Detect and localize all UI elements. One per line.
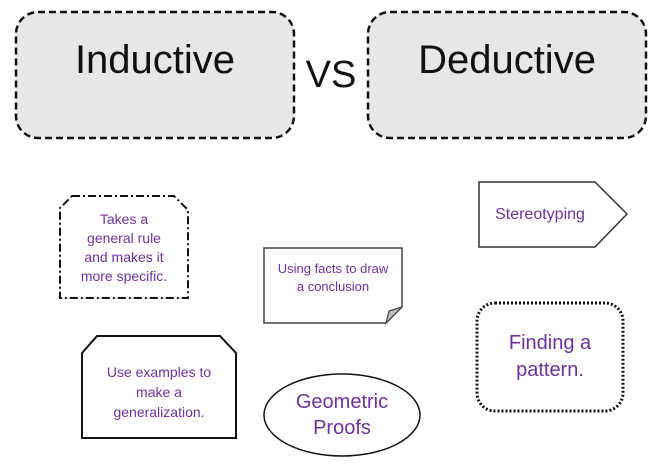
deductive-title: Deductive [418,37,596,82]
card-text: Takes a general rule and makes it more s… [80,211,168,284]
card-text: Use examples to make a generalization. [106,364,212,420]
card-text: Geometric Proofs [295,391,389,439]
card-general-rule[interactable]: Takes a general rule and makes it more s… [58,194,190,300]
dotted-rounded-rect [475,301,625,413]
inductive-title: Inductive [74,37,236,82]
card-text: Finding a pattern. [508,332,592,381]
inductive-box[interactable]: Inductive [14,10,296,140]
card-finding-pattern[interactable]: Finding a pattern. [475,301,625,413]
deductive-box[interactable]: Deductive [366,10,648,140]
pentagon-arrow [478,181,629,248]
card-stereotyping[interactable]: Stereotyping [478,181,629,248]
ellipse-shape [263,373,421,457]
card-geometric-proofs[interactable]: Geometric Proofs [262,372,422,458]
card-use-examples[interactable]: Use examples to make a generalization. [80,334,238,440]
card-text: Using facts to draw a conclusion [277,261,389,294]
dashed-rounded-rect [366,10,648,140]
card-text: Stereotyping [495,205,585,223]
dashdot-snip-rect [59,195,189,299]
folded-corner-rect [263,247,403,325]
snip-top-rect [81,335,237,439]
card-facts-conclusion[interactable]: Using facts to draw a conclusion [263,247,403,325]
vs-separator: VS [305,53,357,96]
dashed-rounded-rect [14,10,296,140]
